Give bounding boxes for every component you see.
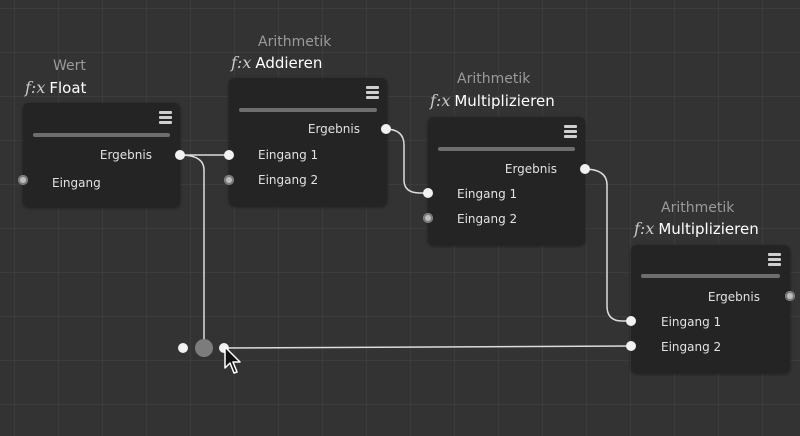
node-multiplizieren-1-category: Arithmetik (457, 71, 531, 87)
function-icon: f:x (634, 219, 655, 238)
node-addieren-input2-label: Eingang 2 (258, 173, 319, 187)
node-float[interactable]: Ergebnis Eingang (23, 103, 180, 207)
node-multiplizieren-2-input1-port[interactable] (626, 316, 636, 326)
node-addieren-title: Addieren (255, 54, 323, 72)
node-float-output-label: Ergebnis (99, 148, 152, 162)
wire-addieren-to-multiplizieren-1-input1 (384, 128, 428, 194)
node-float-header[interactable]: f:x Float (25, 78, 86, 97)
wire-reroute-to-multiplizieren-2-input2 (223, 345, 632, 349)
reroute-node[interactable] (195, 339, 213, 357)
reroute-input-port[interactable] (178, 343, 188, 353)
wire-float-to-reroute (179, 154, 205, 348)
node-float-category: Wert (53, 58, 86, 74)
node-addieren-output-label: Ergebnis (307, 122, 360, 136)
node-multiplizieren-1-output-port[interactable] (580, 164, 590, 174)
node-multiplizieren-2-header[interactable]: f:x Multiplizieren (634, 219, 759, 238)
node-multiplizieren-2-output-label: Ergebnis (707, 290, 760, 304)
hamburger-menu-icon[interactable] (159, 111, 172, 125)
node-multiplizieren-2-divider (641, 274, 780, 278)
node-multiplizieren-1-input2-port[interactable] (423, 213, 433, 223)
node-multiplizieren-2-input1-label: Eingang 1 (661, 315, 722, 329)
node-float-input-port[interactable] (18, 175, 28, 185)
node-multiplizieren-2-output-port[interactable] (785, 291, 795, 301)
node-multiplizieren-2-input2-label: Eingang 2 (661, 340, 722, 354)
node-multiplizieren-2[interactable]: Ergebnis Eingang 1 Eingang 2 (631, 245, 790, 373)
hamburger-menu-icon[interactable] (564, 125, 577, 139)
node-multiplizieren-1-output-label: Ergebnis (504, 162, 557, 176)
node-addieren[interactable]: Ergebnis Eingang 1 Eingang 2 (229, 78, 387, 206)
node-float-divider (33, 133, 170, 137)
node-float-title: Float (49, 79, 87, 97)
node-multiplizieren-1-input2-label: Eingang 2 (457, 212, 518, 226)
mouse-pointer-icon (224, 346, 241, 374)
node-float-input-label: Eingang (52, 176, 101, 190)
node-multiplizieren-1-divider (438, 147, 575, 151)
node-addieren-input2-port[interactable] (224, 175, 234, 185)
hamburger-menu-icon[interactable] (768, 253, 781, 267)
reroute-output-port[interactable] (219, 343, 229, 353)
node-addieren-input1-label: Eingang 1 (258, 148, 319, 162)
node-addieren-header[interactable]: f:x Addieren (231, 53, 322, 72)
node-addieren-divider (239, 108, 377, 112)
function-icon: f:x (430, 91, 451, 110)
node-addieren-input1-port[interactable] (224, 150, 234, 160)
node-multiplizieren-1-header[interactable]: f:x Multiplizieren (430, 91, 555, 110)
node-multiplizieren-1-title: Multiplizieren (454, 92, 555, 110)
function-icon: f:x (25, 78, 46, 97)
node-float-output-port[interactable] (175, 150, 185, 160)
node-multiplizieren-1-input1-port[interactable] (423, 188, 433, 198)
node-addieren-category: Arithmetik (258, 34, 332, 50)
hamburger-menu-icon[interactable] (366, 86, 379, 100)
function-icon: f:x (231, 53, 252, 72)
node-multiplizieren-1-input1-label: Eingang 1 (457, 187, 518, 201)
node-multiplizieren-2-title: Multiplizieren (658, 220, 759, 238)
node-addieren-output-port[interactable] (381, 124, 391, 134)
node-multiplizieren-1[interactable]: Ergebnis Eingang 1 Eingang 2 (428, 117, 585, 245)
node-multiplizieren-2-input2-port[interactable] (626, 341, 636, 351)
node-multiplizieren-2-category: Arithmetik (661, 200, 735, 216)
wire-multiplizieren-1-to-multiplizieren-2-input1 (583, 168, 631, 322)
